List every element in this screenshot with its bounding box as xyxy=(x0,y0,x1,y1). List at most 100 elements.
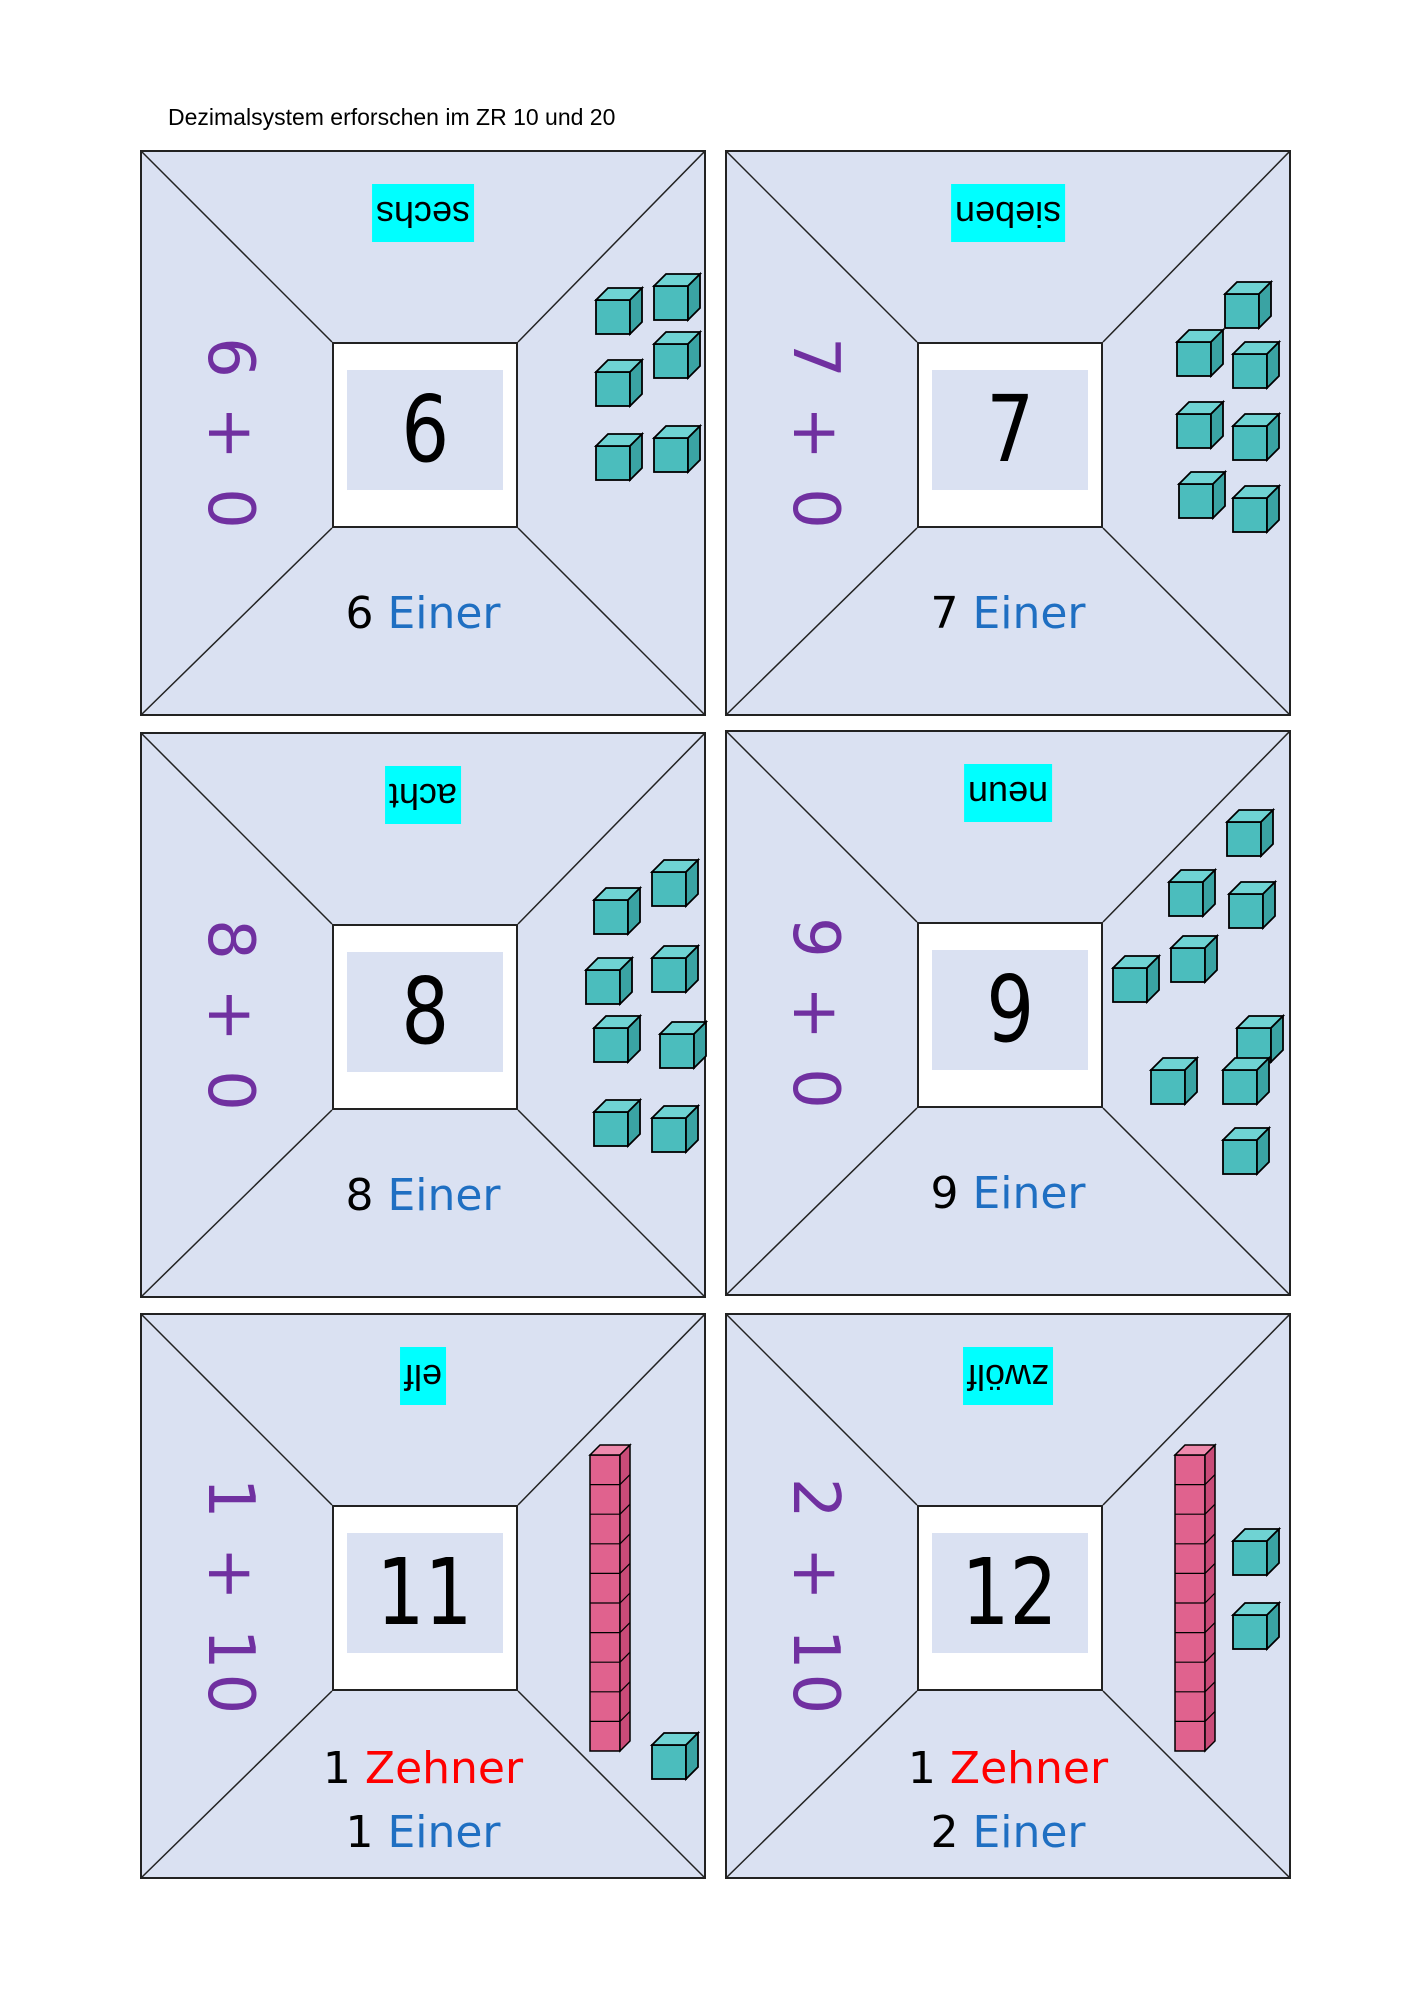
einer-line-word: Einer xyxy=(972,1807,1086,1858)
diagonal-line xyxy=(142,734,333,925)
einer-line-word: Einer xyxy=(387,1170,501,1221)
einer-line-count: 9 xyxy=(930,1168,959,1219)
diagonal-line xyxy=(1102,1315,1289,1506)
diagonal-line xyxy=(1102,732,1289,923)
center-number-box: 8 xyxy=(332,924,518,1110)
center-number-panel: 8 xyxy=(347,952,503,1072)
diagonal-line xyxy=(142,1690,333,1877)
center-number-box: 11 xyxy=(332,1505,518,1691)
einer-line-count: 7 xyxy=(930,588,959,639)
einer-line-count: 6 xyxy=(345,588,374,639)
einer-line: 8 Einer xyxy=(142,1174,704,1238)
center-number: 8 xyxy=(400,958,449,1065)
einer-line: 2 Einer xyxy=(727,1811,1289,1875)
einer-line: 7 Einer xyxy=(727,592,1289,656)
card-diagonals xyxy=(142,152,704,714)
page-title: Dezimalsystem erforschen im ZR 10 und 20 xyxy=(168,104,616,130)
place-value-labels: 7 Einer xyxy=(727,592,1289,656)
einer-line: 9 Einer xyxy=(727,1172,1289,1236)
place-value-labels: 9 Einer xyxy=(727,1172,1289,1236)
number-word-label: sechs xyxy=(142,184,704,244)
number-word: zwölf xyxy=(962,1347,1054,1405)
diagonal-line xyxy=(727,152,918,343)
diagonal-line xyxy=(727,732,918,923)
zehner-line-count: 1 xyxy=(322,1743,351,1794)
diagonal-line xyxy=(1102,527,1289,714)
diagonal-line xyxy=(517,152,704,343)
einer-line: 1 Einer xyxy=(142,1811,704,1875)
center-number: 11 xyxy=(376,1539,473,1646)
diagonal-line xyxy=(727,527,918,714)
card-diagonals xyxy=(727,732,1289,1294)
diagonal-line xyxy=(1102,1107,1289,1294)
center-number: 7 xyxy=(985,376,1034,483)
number-word-label: acht xyxy=(142,766,704,826)
diagonal-line xyxy=(727,1107,918,1294)
card-diagonals xyxy=(727,1315,1289,1877)
number-word: neun xyxy=(963,764,1053,822)
zehner-line: 1 Zehner xyxy=(142,1747,704,1811)
diagonal-line xyxy=(1102,1690,1289,1877)
sum-expression: 6 + 0 xyxy=(193,337,267,533)
diagonal-line xyxy=(1102,152,1289,343)
number-word-label: sieben xyxy=(727,184,1289,244)
center-number-panel: 11 xyxy=(347,1533,503,1653)
diagonal-line xyxy=(142,1109,333,1296)
diagonal-line xyxy=(142,152,333,343)
card-diagonals xyxy=(142,1315,704,1877)
number-word: sieben xyxy=(950,184,1066,242)
place-value-labels: 8 Einer xyxy=(142,1174,704,1238)
diagonal-line xyxy=(517,527,704,714)
zehner-line-word: Zehner xyxy=(949,1743,1109,1794)
zehner-line: 1 Zehner xyxy=(727,1747,1289,1811)
sum-expression: 8 + 0 xyxy=(193,919,267,1115)
diagonal-line xyxy=(727,1315,918,1506)
sum-expression: 7 + 0 xyxy=(778,337,852,533)
center-number-box: 6 xyxy=(332,342,518,528)
einer-line: 6 Einer xyxy=(142,592,704,656)
sum-expression: 2 + 10 xyxy=(778,1477,852,1719)
center-number-box: 9 xyxy=(917,922,1103,1108)
diagonal-line xyxy=(142,1315,333,1506)
einer-line-count: 2 xyxy=(930,1807,959,1858)
card-diagonals xyxy=(727,152,1289,714)
einer-line-count: 1 xyxy=(345,1807,374,1858)
number-word-label: neun xyxy=(727,764,1289,824)
center-number: 12 xyxy=(961,1539,1058,1646)
diagonal-line xyxy=(142,527,333,714)
diagonal-line xyxy=(727,1690,918,1877)
einer-line-word: Einer xyxy=(972,588,1086,639)
number-word-label: elf xyxy=(142,1347,704,1407)
center-number: 6 xyxy=(400,376,449,483)
center-number: 9 xyxy=(985,956,1034,1063)
number-word: acht xyxy=(384,766,462,824)
diagonal-line xyxy=(517,1690,704,1877)
einer-line-word: Einer xyxy=(972,1168,1086,1219)
center-number-box: 7 xyxy=(917,342,1103,528)
sum-expression: 1 + 10 xyxy=(193,1477,267,1719)
center-number-box: 12 xyxy=(917,1505,1103,1691)
einer-line-word: Einer xyxy=(387,588,501,639)
diagonal-line xyxy=(517,1315,704,1506)
sum-expression: 9 + 0 xyxy=(778,917,852,1113)
place-value-labels: 6 Einer xyxy=(142,592,704,656)
diagonal-line xyxy=(517,734,704,925)
number-card-8: acht 8 + 0 8 8 Einer xyxy=(140,732,709,1298)
center-number-panel: 12 xyxy=(932,1533,1088,1653)
zehner-line-word: Zehner xyxy=(364,1743,524,1794)
number-word-label: zwölf xyxy=(727,1347,1289,1407)
number-word: sechs xyxy=(371,184,475,242)
center-number-panel: 7 xyxy=(932,370,1088,490)
center-number-panel: 6 xyxy=(347,370,503,490)
zehner-line-count: 1 xyxy=(907,1743,936,1794)
card-diagonals xyxy=(142,734,704,1296)
center-number-panel: 9 xyxy=(932,950,1088,1070)
einer-line-word: Einer xyxy=(387,1807,501,1858)
